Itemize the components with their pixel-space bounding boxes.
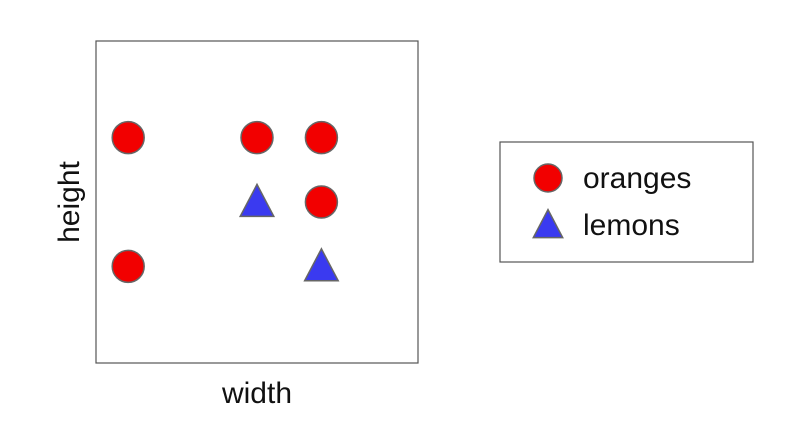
oranges-point xyxy=(111,249,145,284)
legend-oranges-label: oranges xyxy=(583,162,691,195)
lemons-point xyxy=(303,247,340,282)
oranges-point xyxy=(111,120,145,155)
legend-lemons-marker xyxy=(532,207,564,239)
x-axis-label: width xyxy=(221,377,292,410)
oranges-point xyxy=(304,185,339,219)
oranges-point xyxy=(240,120,274,155)
oranges-point xyxy=(304,120,339,155)
legend-box xyxy=(499,141,754,263)
legend: oranges lemons xyxy=(532,162,691,242)
data-marks xyxy=(111,120,340,284)
legend-lemons-label: lemons xyxy=(583,209,680,242)
legend-oranges-marker xyxy=(533,163,563,193)
y-axis-label: height xyxy=(53,160,86,242)
lemons-point xyxy=(238,182,276,218)
